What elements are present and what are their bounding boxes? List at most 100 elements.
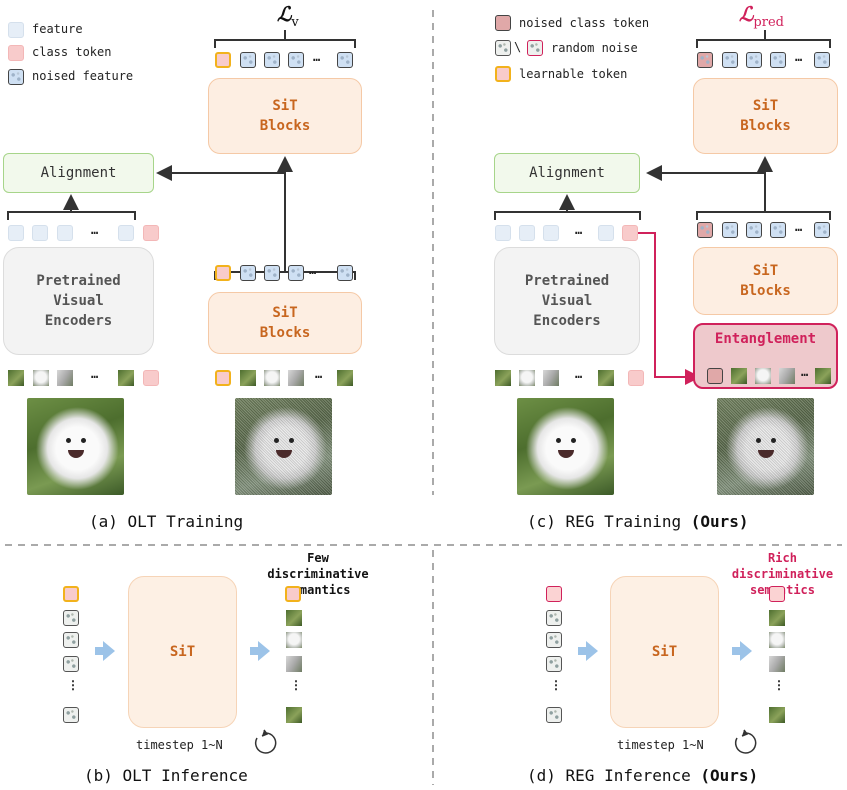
output-patch <box>769 656 785 672</box>
noisy-image-patch <box>779 368 795 384</box>
random-noise-token <box>546 707 562 723</box>
vertical-ellipsis: ⋮ <box>550 678 562 692</box>
noised-class-token <box>546 586 562 602</box>
refresh-cycle-icon <box>734 729 757 754</box>
legend-class-token-swatch <box>8 45 24 61</box>
legend-class-token-label: class token <box>32 45 112 59</box>
class-token <box>628 370 644 386</box>
noisy-dog-image <box>235 398 332 495</box>
caption-c: (c) REG Training (Ours) <box>527 512 749 531</box>
slash-separator: \ <box>514 40 522 54</box>
random-noise-token <box>63 707 79 723</box>
sit-inference-box: SiT <box>128 576 237 728</box>
legend-random-noise-swatch <box>495 40 511 56</box>
pretrained-visual-encoders-reg: Pretrained Visual Encoders <box>494 247 640 355</box>
timestep-label: timestep 1~N <box>136 738 223 752</box>
feature-token <box>57 225 73 241</box>
noisy-dog-image <box>717 398 814 495</box>
noised-feature-token <box>240 52 256 68</box>
ellipsis: … <box>91 223 99 237</box>
random-noise-token <box>546 632 562 648</box>
noised-feature-token <box>746 222 762 238</box>
random-noise-token <box>63 610 79 626</box>
legend-noised-class-token-swatch <box>495 15 511 31</box>
flow-arrow-stem <box>250 647 258 655</box>
random-noise-token <box>63 632 79 648</box>
output-patch <box>286 610 302 626</box>
clean-dog-image <box>27 398 124 495</box>
output-patch <box>286 632 302 648</box>
noisy-image-patch <box>288 370 304 386</box>
class-token <box>622 225 638 241</box>
vertical-ellipsis: ⋮ <box>773 678 785 692</box>
entanglement-label: Entanglement <box>714 331 817 347</box>
output-class-token <box>769 586 785 602</box>
noisy-image-patch <box>815 368 831 384</box>
few-semantics-note: Few discriminative semantics <box>267 551 369 597</box>
output-patch <box>769 632 785 648</box>
sit-inference-box-reg: SiT <box>610 576 719 728</box>
noised-feature-token <box>770 222 786 238</box>
noisy-image-patch <box>264 370 280 386</box>
ellipsis: … <box>309 263 317 277</box>
noised-feature-token <box>770 52 786 68</box>
ellipsis: … <box>795 50 803 64</box>
pretrained-visual-encoders: Pretrained Visual Encoders <box>3 247 154 355</box>
class-token <box>143 225 159 241</box>
flow-arrow <box>103 641 115 661</box>
ellipsis: … <box>575 223 583 237</box>
clean-dog-image <box>517 398 614 495</box>
caption-a: (a) OLT Training <box>89 512 244 531</box>
refresh-cycle-icon <box>254 729 277 754</box>
noised-feature-token <box>240 265 256 281</box>
output-patch <box>769 610 785 626</box>
loss-v-label: ℒv <box>277 2 299 30</box>
sit-blocks-mid-reg: SiT Blocks <box>693 247 838 315</box>
noised-feature-token <box>337 265 353 281</box>
legend-noised-class-token-label: noised class token <box>519 16 650 30</box>
learnable-token <box>63 586 79 602</box>
noised-feature-token <box>814 52 830 68</box>
learnable-token <box>215 370 231 386</box>
noised-feature-token <box>288 52 304 68</box>
legend-noised-feature-label: noised feature <box>32 69 134 83</box>
noised-feature-token <box>288 265 304 281</box>
flow-arrow-stem <box>95 647 103 655</box>
flow-arrow <box>586 641 598 661</box>
flow-arrow <box>740 641 752 661</box>
flow-arrow-stem <box>732 647 740 655</box>
image-patch <box>519 370 535 386</box>
alignment-box: Alignment <box>3 153 154 193</box>
legend-random-noise-label: random noise <box>551 41 638 55</box>
vertical-ellipsis: ⋮ <box>67 678 79 692</box>
feature-token <box>495 225 511 241</box>
class-token <box>143 370 159 386</box>
legend-feature-label: feature <box>32 22 83 36</box>
noisy-image-patch <box>240 370 256 386</box>
noised-feature-token <box>722 222 738 238</box>
random-noise-token <box>63 656 79 672</box>
image-patch <box>543 370 559 386</box>
vertical-ellipsis: ⋮ <box>290 678 302 692</box>
noised-class-token <box>697 222 713 238</box>
sit-blocks-top: SiT Blocks <box>208 78 362 154</box>
caption-b: (b) OLT Inference <box>84 766 248 785</box>
flow-arrow-stem <box>578 647 586 655</box>
learnable-token <box>215 52 231 68</box>
loss-pred-label: ℒpred <box>739 2 784 30</box>
ellipsis: … <box>315 367 323 381</box>
noised-feature-token <box>722 52 738 68</box>
timestep-label: timestep 1~N <box>617 738 704 752</box>
ellipsis: … <box>801 365 809 379</box>
legend-learnable-token-swatch <box>495 66 511 82</box>
noisy-image-patch <box>731 368 747 384</box>
noised-feature-token <box>746 52 762 68</box>
noisy-image-patch <box>755 368 771 384</box>
feature-token <box>118 225 134 241</box>
random-noise-token <box>546 656 562 672</box>
image-patch <box>33 370 49 386</box>
ellipsis: … <box>795 220 803 234</box>
ellipsis: … <box>575 367 583 381</box>
output-patch <box>769 707 785 723</box>
noised-class-token <box>707 368 723 384</box>
